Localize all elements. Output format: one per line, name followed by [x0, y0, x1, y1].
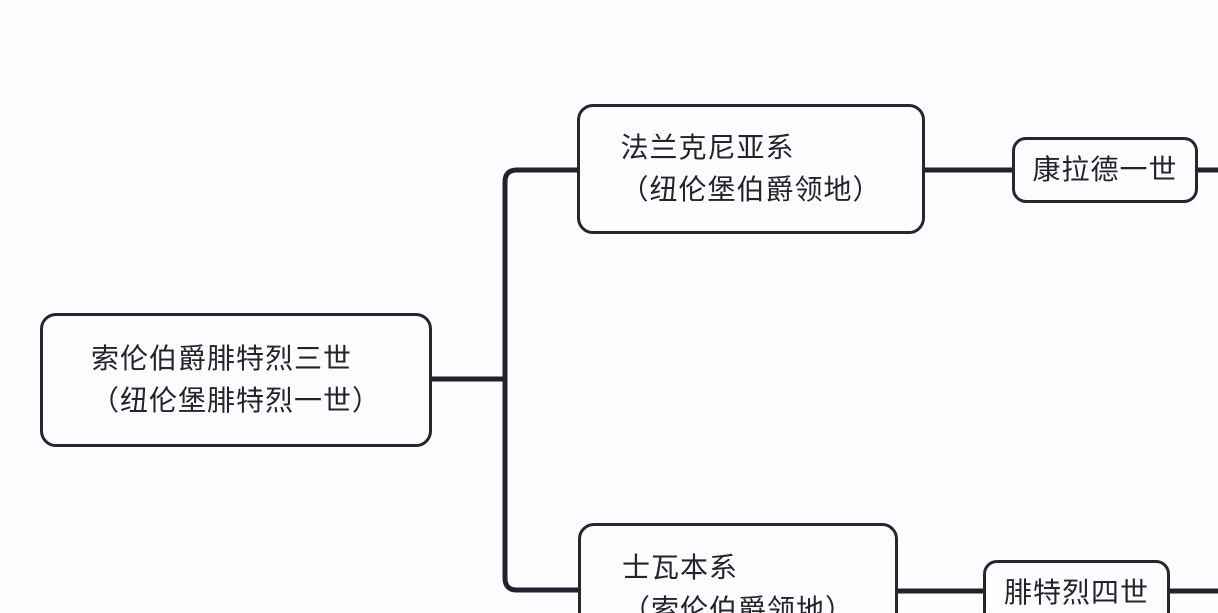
node-subtitle: （索伦伯爵领地） — [621, 594, 854, 613]
node-subtitle: （纽伦堡腓特烈一世） — [90, 385, 381, 416]
node-label: 士瓦本系 （索伦伯爵领地） — [622, 547, 854, 613]
node-label: 法兰克尼亚系 （纽伦堡伯爵领地） — [620, 127, 881, 211]
node-title: 索伦伯爵腓特烈三世 — [90, 343, 352, 374]
node-swabian-line[interactable]: 士瓦本系 （索伦伯爵领地） — [578, 523, 898, 613]
node-label: 腓特烈四世 — [1004, 572, 1149, 613]
node-title: 腓特烈四世 — [1003, 577, 1149, 608]
connector-trunk-branches — [502, 167, 578, 593]
node-franconian-line[interactable]: 法兰克尼亚系 （纽伦堡伯爵领地） — [577, 104, 925, 234]
node-friedrich-iii-of-zollern[interactable]: 索伦伯爵腓特烈三世 （纽伦堡腓特烈一世） — [40, 313, 432, 447]
node-title: 法兰克尼亚系 — [620, 132, 795, 163]
node-label: 康拉德一世 — [1032, 149, 1177, 191]
node-subtitle: （纽伦堡伯爵领地） — [620, 174, 882, 205]
node-konrad-i[interactable]: 康拉德一世 — [1012, 137, 1198, 203]
node-friedrich-iv[interactable]: 腓特烈四世 — [983, 560, 1170, 613]
node-title: 士瓦本系 — [621, 552, 738, 583]
node-title: 康拉德一世 — [1032, 154, 1178, 185]
node-label: 索伦伯爵腓特烈三世 （纽伦堡腓特烈一世） — [91, 338, 381, 422]
